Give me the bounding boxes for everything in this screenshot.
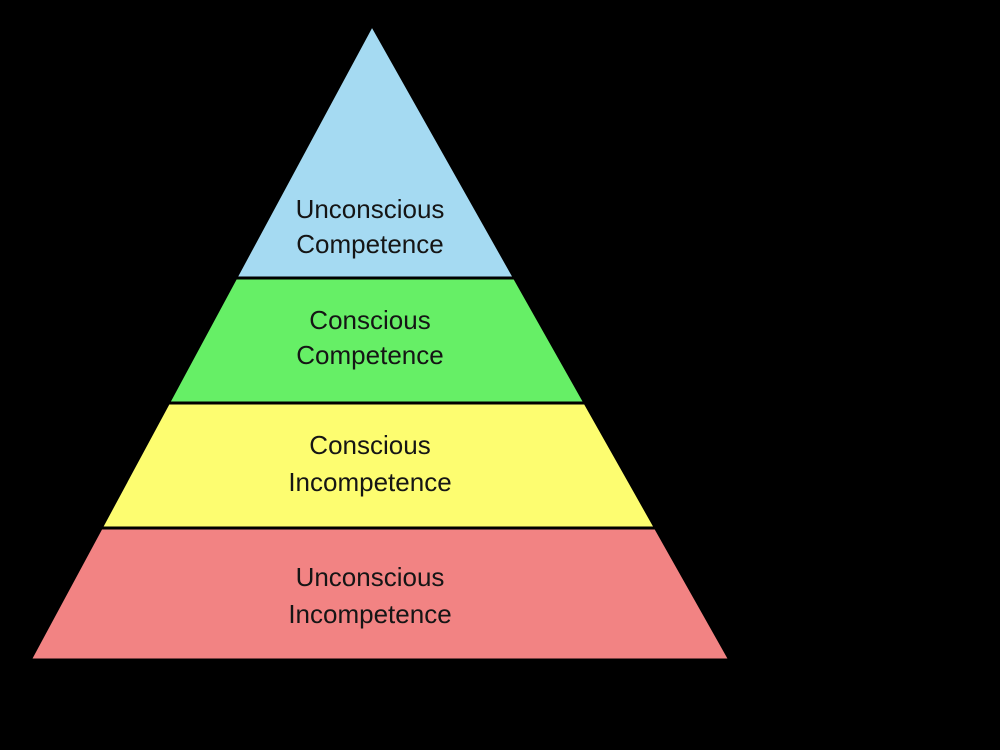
level-3-label-line1: Conscious <box>309 430 430 460</box>
level-4-label-line1: Unconscious <box>296 562 445 592</box>
level-3-shape <box>99 401 658 530</box>
pyramid-level-unconscious-incompetence: Unconscious Incompetence <box>28 526 732 662</box>
pyramid-level-conscious-competence: Conscious Competence <box>166 276 587 405</box>
level-4-shape <box>28 526 732 662</box>
level-3-label-line2: Incompetence <box>288 467 451 497</box>
level-1-label-line1: Unconscious <box>296 194 445 224</box>
level-4-label-line2: Incompetence <box>288 599 451 629</box>
level-1-label-line2: Competence <box>296 229 443 259</box>
level-2-label-line2: Competence <box>296 340 443 370</box>
level-2-label-line1: Conscious <box>309 305 430 335</box>
pyramid-level-conscious-incompetence: Conscious Incompetence <box>99 401 658 530</box>
